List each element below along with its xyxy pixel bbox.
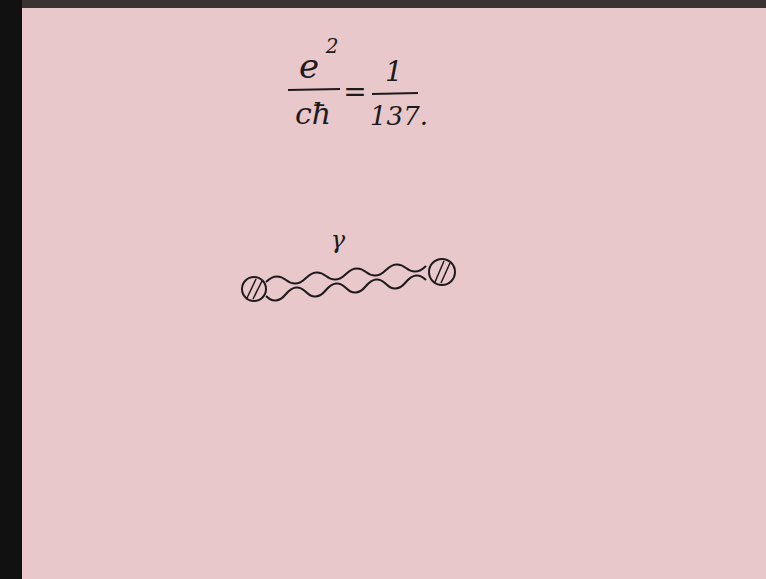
formula-symbol: cħ <box>295 99 331 129</box>
formula-number: 1 <box>385 58 403 86</box>
paper <box>22 8 766 579</box>
photon-line <box>266 275 426 300</box>
hatched-blob <box>242 277 266 301</box>
photon-line <box>266 264 426 283</box>
dark-edge <box>0 0 22 579</box>
superscript: 2 <box>326 36 339 56</box>
formula-number: 137. <box>370 103 428 129</box>
photon-symbol: γ <box>331 228 345 252</box>
fraction-bar <box>288 89 340 90</box>
top-edge <box>22 0 766 8</box>
fraction-bar <box>372 93 418 94</box>
equals-sign: = <box>343 78 366 106</box>
formula-symbol: e <box>299 49 319 83</box>
hatched-blob <box>429 259 455 285</box>
